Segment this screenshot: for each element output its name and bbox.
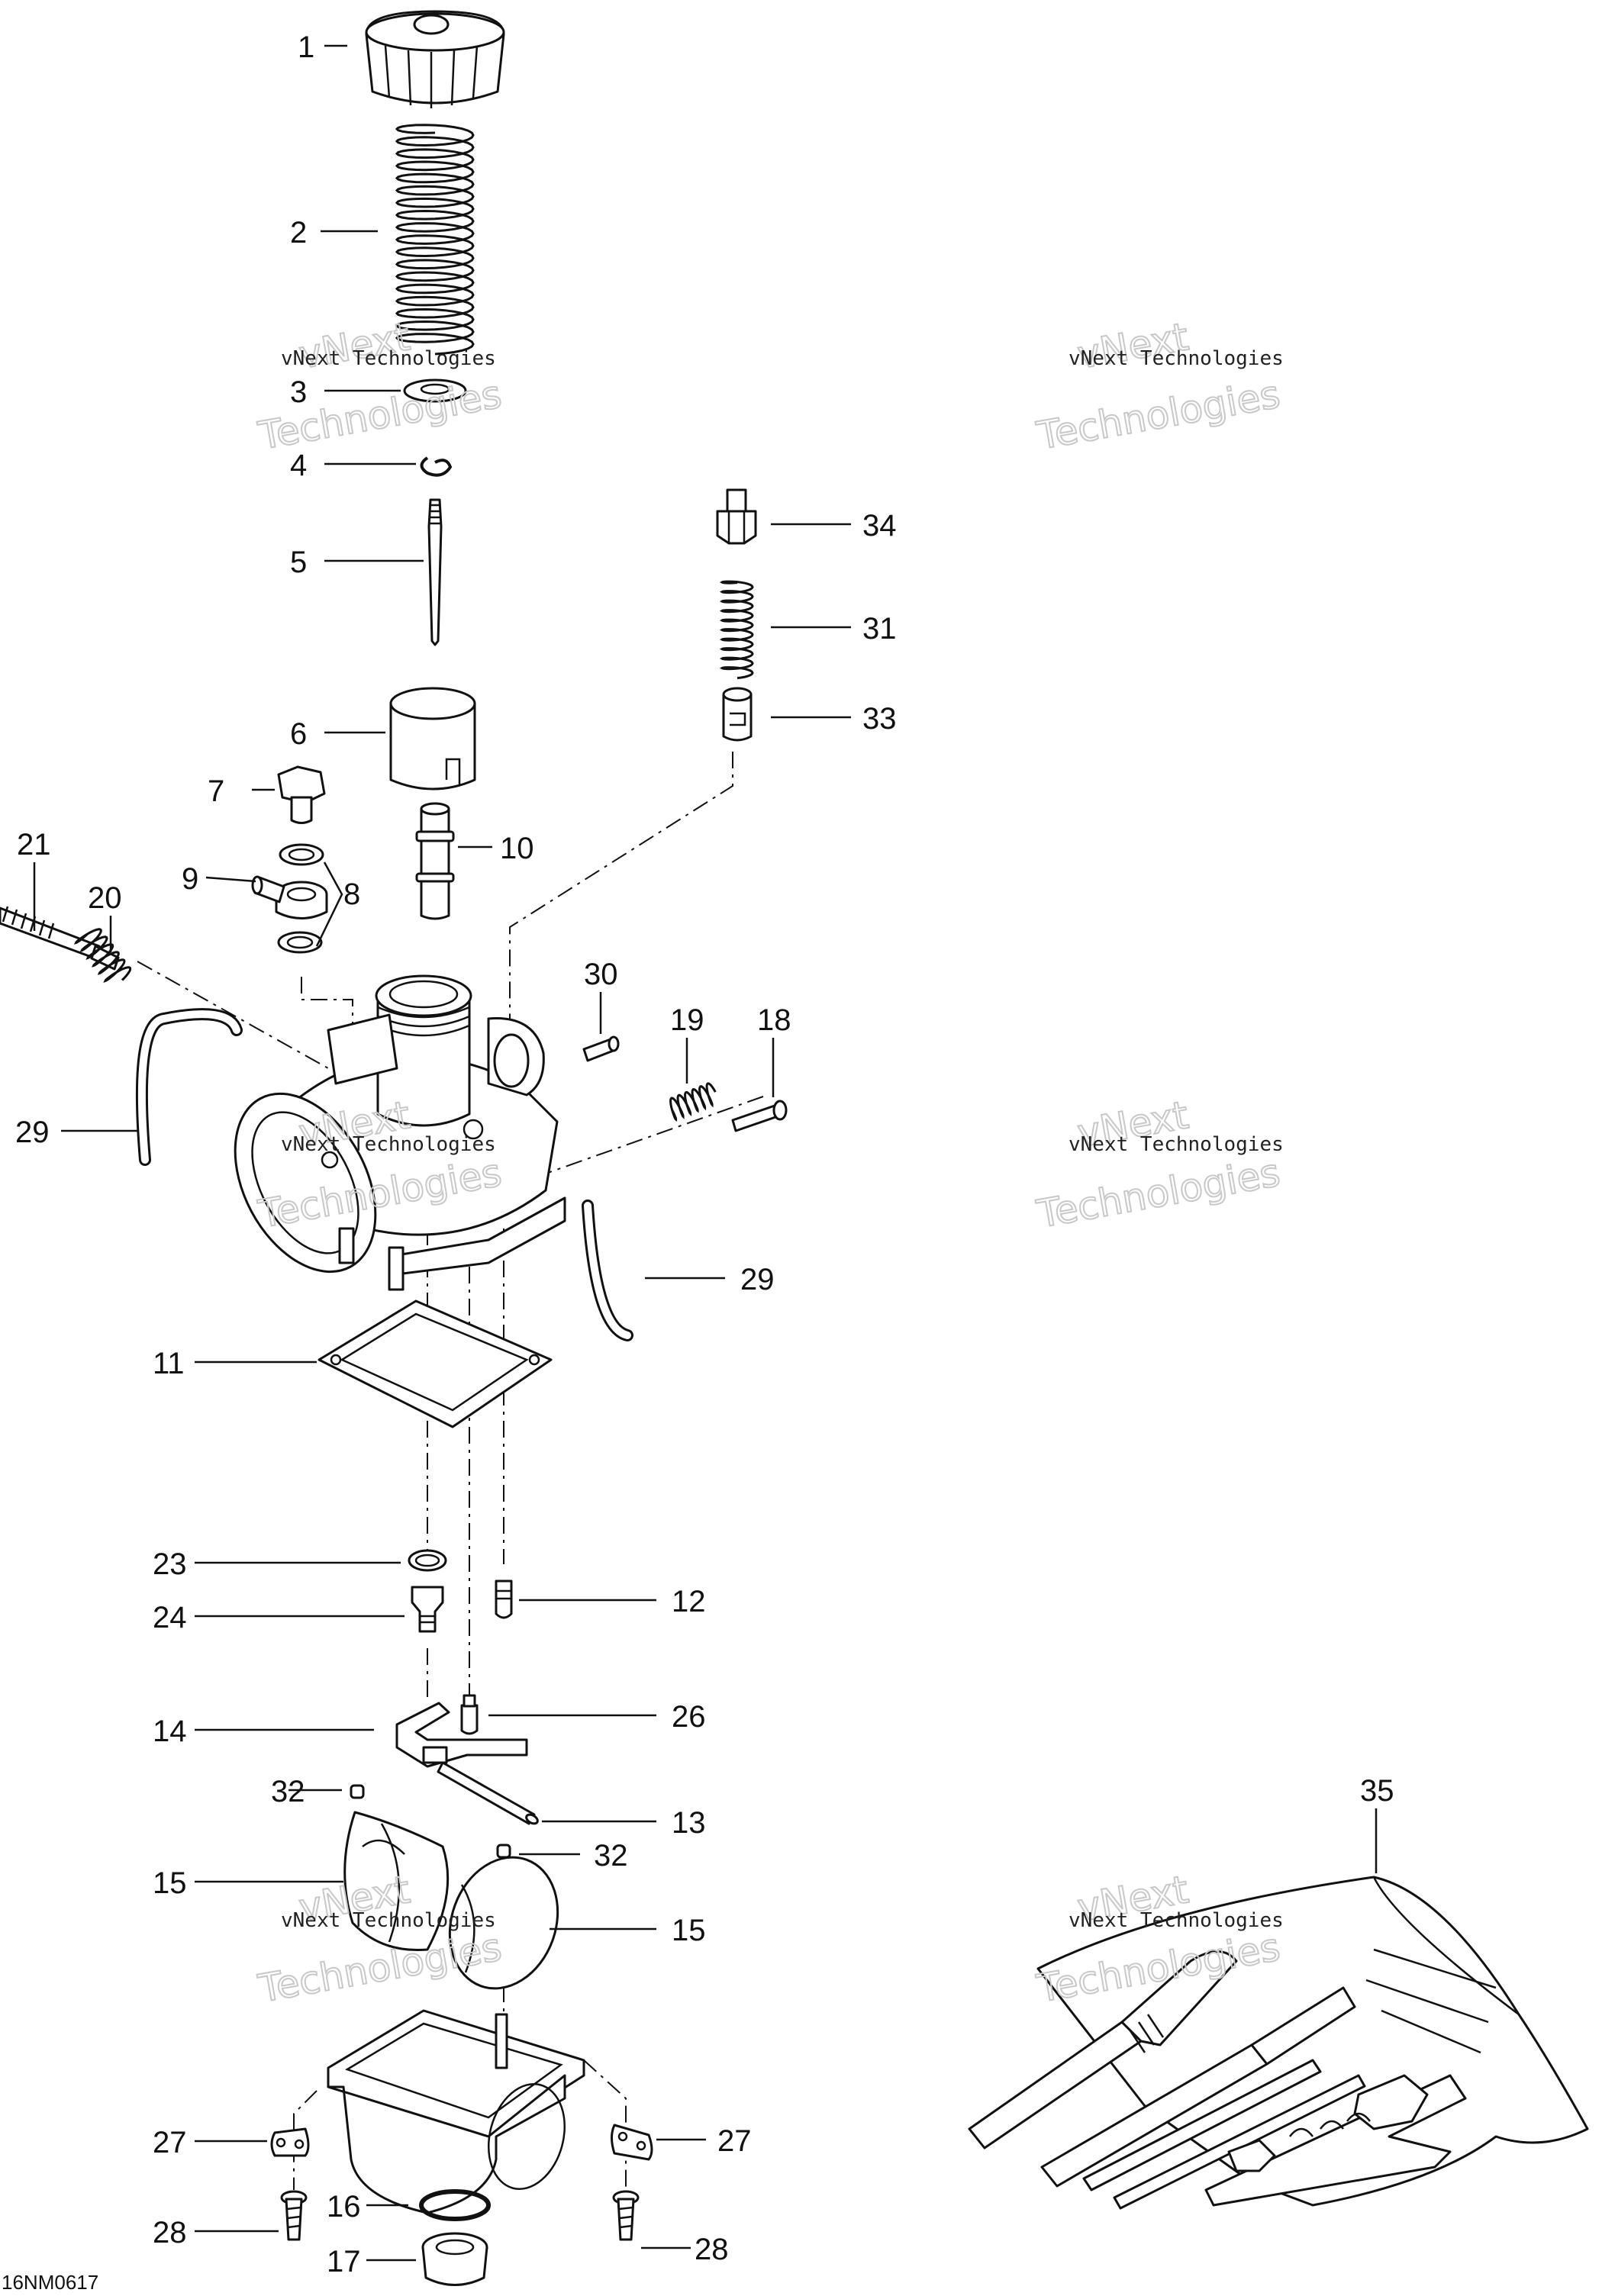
part-pilot-jet (495, 1580, 513, 1619)
part-float-needle-lower (496, 1844, 511, 1859)
callout-9: 9 (182, 862, 198, 896)
callout-15-left: 15 (153, 1866, 187, 1900)
part-throttle-slide (389, 687, 476, 791)
part-air-screw (731, 1100, 788, 1132)
callout-7: 7 (208, 774, 224, 808)
callout-3: 3 (290, 375, 307, 409)
callout-11: 11 (153, 1347, 185, 1380)
callout-18: 18 (757, 1003, 791, 1037)
part-banjo-bolt (277, 765, 326, 824)
part-bowl-clip-left (270, 2127, 310, 2157)
callout-29-right: 29 (740, 1263, 775, 1296)
part-jet-needle (427, 498, 443, 646)
callout-32-lower: 32 (594, 1839, 628, 1873)
callout-12: 12 (672, 1585, 706, 1618)
callout-23: 23 (153, 1547, 187, 1581)
part-o-ring (408, 1549, 447, 1572)
callout-30: 30 (584, 958, 618, 991)
callout-13: 13 (672, 1806, 706, 1840)
callout-29-left: 29 (15, 1116, 50, 1149)
part-adjuster-plunger (722, 687, 753, 742)
part-float-pin (437, 1761, 539, 1825)
watermark-4: vNext Technologies vNext Technologies (1033, 1092, 1284, 1237)
part-adjuster-nut (716, 488, 757, 545)
part-bowl-screw-left (280, 2190, 308, 2241)
callout-17: 17 (327, 2245, 361, 2278)
svg-text:Technologies: Technologies (1033, 372, 1283, 459)
svg-text:vNext Technologies: vNext Technologies (1069, 1909, 1284, 1932)
callout-15-right: 15 (672, 1914, 706, 1947)
part-bowl-clip-right (611, 2124, 653, 2161)
part-float-bowl-gasket (317, 1299, 553, 1428)
part-banjo-fitting (251, 875, 328, 919)
leader-lines (33, 44, 1378, 2262)
part-air-screw-spring (669, 1082, 717, 1122)
callout-28-left: 28 (153, 2216, 187, 2249)
callout-28-right: 28 (695, 2233, 729, 2266)
part-washer (403, 378, 467, 403)
part-float-bowl (327, 2009, 585, 2214)
part-drain-plug (421, 2232, 488, 2286)
callout-27-right: 27 (717, 2124, 752, 2158)
watermark-2: vNext Technologies vNext Technologies (1033, 314, 1284, 459)
part-float-right (448, 1856, 559, 1990)
part-vent-hose-left (135, 1008, 243, 1166)
svg-text:vNext Technologies: vNext Technologies (1069, 1133, 1284, 1156)
svg-text:Technologies: Technologies (1033, 1151, 1283, 1237)
callout-26: 26 (672, 1700, 706, 1734)
callout-19: 19 (670, 1003, 704, 1037)
callout-4: 4 (290, 449, 307, 482)
callout-27-left: 27 (153, 2126, 187, 2159)
callout-8: 8 (343, 878, 360, 911)
part-cap (365, 10, 505, 108)
callout-14: 14 (153, 1715, 187, 1748)
callout-5: 5 (290, 546, 307, 579)
callout-20: 20 (88, 881, 122, 915)
callout-6: 6 (290, 717, 307, 751)
part-float-arm (395, 1702, 528, 1768)
callout-labels: 1 2 3 4 5 6 7 8 9 10 11 12 13 14 15 15 1… (15, 31, 1394, 2278)
part-needle-valve (460, 1694, 479, 1735)
svg-text:vNext Technologies: vNext Technologies (1069, 347, 1284, 370)
part-needle-jet-holder (415, 802, 455, 920)
part-carburetor-tool-kit (968, 1876, 1589, 2210)
callout-2: 2 (290, 216, 307, 250)
svg-text:vNext Technologies: vNext Technologies (281, 1133, 496, 1156)
part-spring (395, 124, 475, 356)
part-bowl-screw-right (612, 2190, 640, 2241)
callout-16: 16 (327, 2190, 361, 2224)
part-drain-plug-o-ring (419, 2189, 491, 2221)
part-float-needle-upper (350, 1784, 365, 1799)
callout-31: 31 (862, 612, 897, 646)
svg-text:vNext Technologies: vNext Technologies (281, 347, 496, 370)
callout-35: 35 (1360, 1774, 1394, 1808)
callout-32-upper: 32 (271, 1775, 305, 1808)
part-float-left (343, 1811, 450, 1952)
part-sealing-washers (277, 843, 324, 954)
callout-24: 24 (153, 1601, 187, 1634)
svg-text:vNext Technologies: vNext Technologies (281, 1909, 496, 1932)
assembly-center-lines (137, 752, 764, 2213)
part-pilot-air-screw (582, 1035, 620, 1062)
part-clip (420, 456, 453, 477)
part-carburetor-body (234, 974, 566, 1291)
part-main-jet (411, 1586, 444, 1633)
drawing-code: 16NM0617 (2, 2271, 98, 2294)
callout-1: 1 (298, 31, 314, 64)
callout-33: 33 (862, 702, 897, 736)
callout-34: 34 (862, 509, 897, 543)
part-vent-hose-right (582, 1200, 633, 1341)
part-adjuster-spring (719, 580, 754, 680)
callout-21: 21 (17, 828, 51, 861)
callout-10: 10 (500, 832, 534, 865)
part-throttle-stop-spring (73, 928, 132, 983)
